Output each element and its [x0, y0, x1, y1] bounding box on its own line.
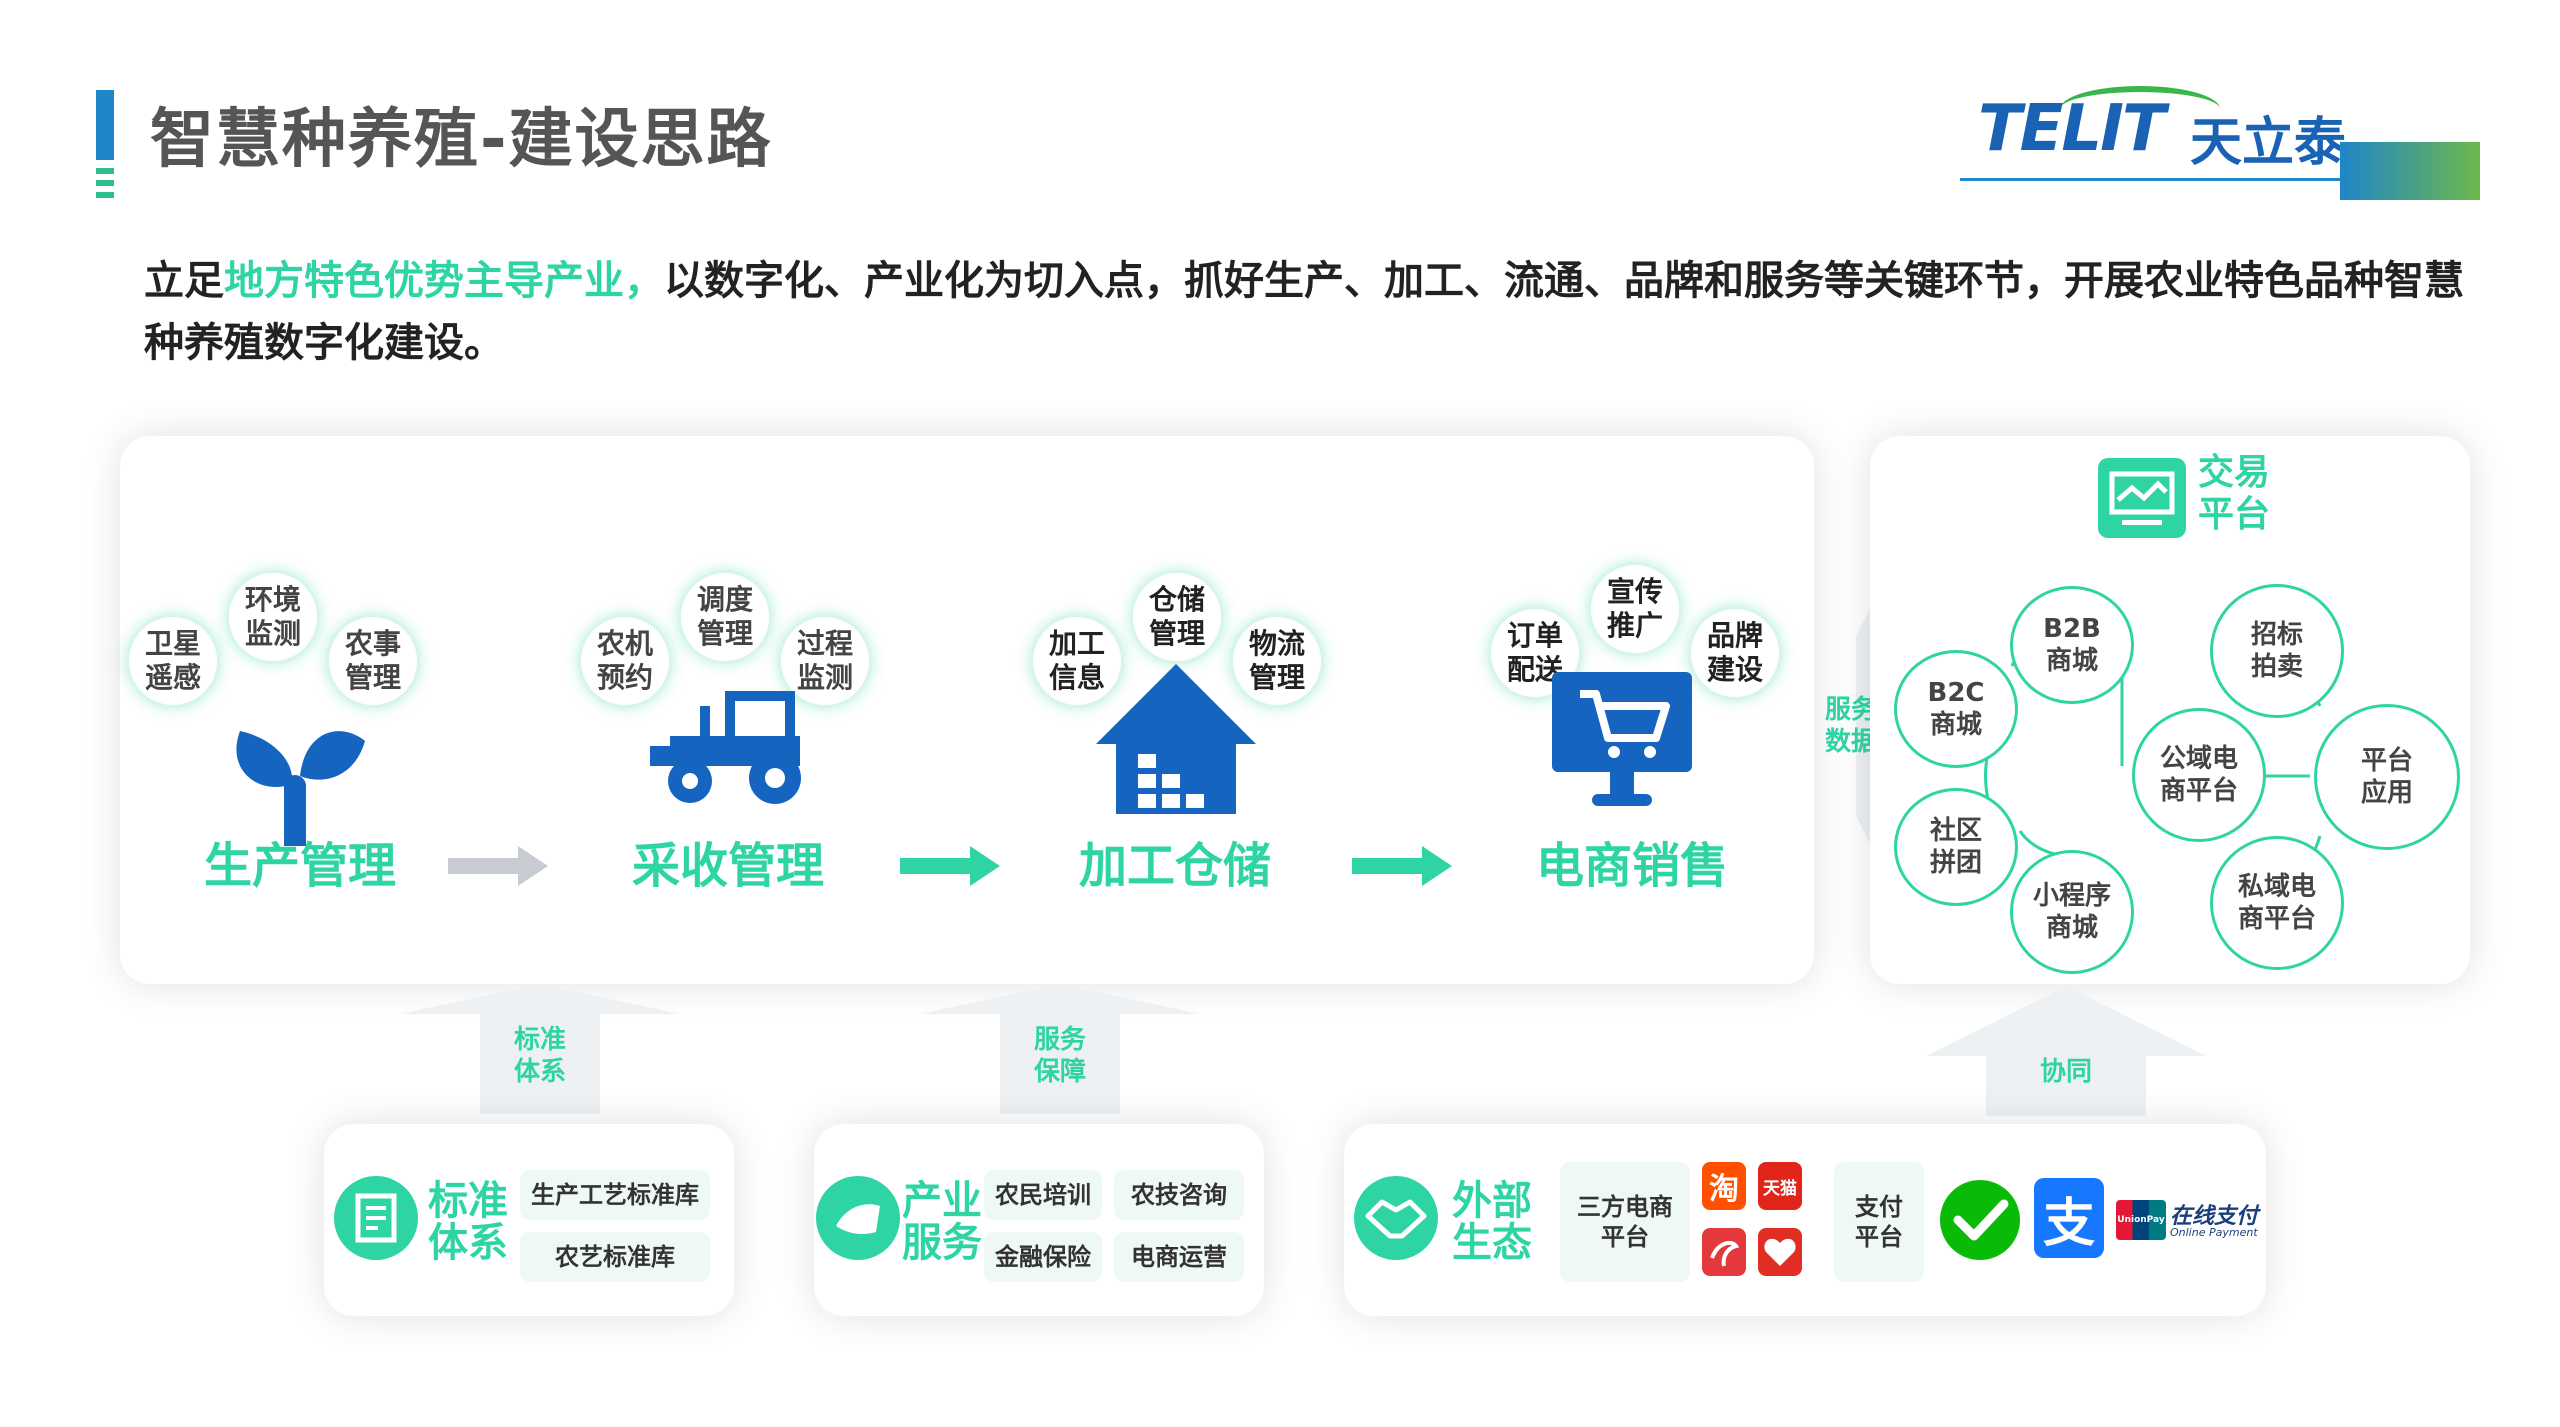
standard-doc-icon [334, 1176, 418, 1260]
service-title: 产业 服务 [902, 1178, 982, 1266]
service-item: 农民培训 [984, 1170, 1102, 1220]
standard-panel: 标准 体系 生产工艺标准库 农艺标准库 [324, 1124, 734, 1316]
unionpay-text: 在线支付 [2170, 1204, 2259, 1229]
up-arrow [400, 984, 680, 1114]
unionpay-subtext: Online Payment [2170, 1226, 2258, 1239]
logo-text: TELIT [1978, 92, 2166, 166]
service-item: 农技咨询 [1114, 1170, 1244, 1220]
bubble: 过程 监测 [778, 614, 872, 708]
taobao-logo-icon: 淘 [1702, 1162, 1746, 1210]
bubble: 品牌 建设 [1688, 606, 1782, 700]
up-arrow-label: 标准 体系 [513, 1025, 566, 1087]
intro-paragraph: 立足地方特色优势主导产业，以数字化、产业化为切入点，抓好生产、加工、流通、品牌和… [144, 250, 2464, 374]
trade-node: 公域电 商平台 [2132, 708, 2266, 842]
bubble: 加工 信息 [1030, 614, 1124, 708]
bubble: 环境 监测 [226, 570, 320, 664]
shopping-cart-icon [1552, 672, 1692, 806]
handshake-icon [1354, 1176, 1438, 1260]
flow-arrow [1352, 846, 1452, 886]
logo-underline [1960, 178, 2340, 181]
bubble: 仓储 管理 [1130, 570, 1224, 664]
up-arrow [1926, 986, 2206, 1116]
stage-label: 加工仓储 [1078, 838, 1271, 894]
intro-highlight: 地方特色优势主导产业， [224, 258, 664, 304]
stage-label: 采收管理 [631, 838, 824, 894]
flow-arrow [448, 846, 548, 886]
service-icon [816, 1176, 900, 1260]
intro-rest: 以数字化、产业化为切入点，抓好生产、加工、流通、品牌和服务等关键环节，开展农业特… [144, 258, 2464, 366]
standard-item: 农艺标准库 [520, 1232, 710, 1282]
service-item: 金融保险 [984, 1232, 1102, 1282]
trade-node: 小程序 商城 [2010, 850, 2134, 974]
trade-node: 招标 拍卖 [2210, 584, 2344, 718]
trade-node: B2C 商城 [1894, 650, 2018, 768]
up-arrow-label: 服务 保障 [1033, 1025, 1086, 1087]
trade-panel: 交易 平台 B2B 商城 B2C 商城 社区 拼团 小程序 商城 招标 拍卖 公… [1870, 436, 2470, 984]
company-logo: TELIT 天立泰 [1960, 80, 2480, 200]
stage-label: 电商销售 [1535, 838, 1728, 894]
logo-gradient-bar [2340, 142, 2480, 200]
bubble: 农事 管理 [326, 614, 420, 708]
title-accent-bar [96, 90, 114, 160]
logo-cn-text: 天立泰 [2190, 113, 2347, 173]
external-title: 外部 生态 [1452, 1178, 1532, 1266]
service-item: 电商运营 [1114, 1232, 1244, 1282]
bubble: 宣传 推广 [1588, 562, 1682, 656]
up-arrow-label: 协同 [2039, 1057, 2092, 1087]
title-accent-dash [96, 168, 114, 174]
service-panel: 产业 服务 农民培训 农技咨询 金融保险 电商运营 [814, 1124, 1264, 1316]
process-panel: 卫星 遥感 环境 监测 农事 管理 生产管理 农机 预约 调度 管理 过程 监测… [120, 436, 1814, 984]
alipay-icon: 支 [2034, 1178, 2104, 1258]
bubble: 卫星 遥感 [126, 614, 220, 708]
bubble: 农机 预约 [578, 614, 672, 708]
tmall-logo-icon: 天猫 [1758, 1162, 1802, 1210]
unionpay-logo-icon: UnionPay [2116, 1200, 2166, 1240]
bubble: 物流 管理 [1230, 614, 1324, 708]
trade-node: 社区 拼团 [1894, 788, 2018, 906]
title-accent-dash [96, 192, 114, 198]
external-panel: 外部 生态 三方电商 平台 淘 天猫 支付 平台 支 UnionPay 在线支付… [1344, 1124, 2266, 1316]
page-title: 智慧种养殖-建设思路 [150, 103, 773, 177]
trade-node: B2B 商城 [2010, 586, 2134, 704]
wechat-pay-icon [1940, 1180, 2020, 1260]
standard-title: 标准 体系 [428, 1178, 508, 1266]
pinduoduo-logo-icon [1758, 1228, 1802, 1276]
sprout-icon [236, 731, 365, 846]
intro-prefix: 立足 [144, 258, 224, 304]
ecommerce-label: 三方电商 平台 [1560, 1162, 1690, 1282]
tractor-icon [650, 691, 801, 804]
logo-swoosh [2060, 86, 2220, 132]
bubble: 调度 管理 [678, 570, 772, 664]
trade-node: 平台 应用 [2314, 704, 2460, 850]
trade-title: 交易 平台 [2198, 452, 2271, 535]
monitor-chart-icon [2098, 458, 2186, 538]
warehouse-icon [1096, 664, 1256, 814]
title-accent-dash [96, 180, 114, 186]
standard-item: 生产工艺标准库 [520, 1170, 710, 1220]
payment-label: 支付 平台 [1834, 1162, 1924, 1282]
trade-node: 私域电 商平台 [2210, 836, 2344, 970]
service-data-label: 服务 数据 [1824, 695, 1877, 757]
jd-logo-icon [1702, 1228, 1746, 1276]
stage-label: 生产管理 [203, 838, 396, 894]
flow-arrow [900, 846, 1000, 886]
up-arrow [920, 984, 1200, 1114]
